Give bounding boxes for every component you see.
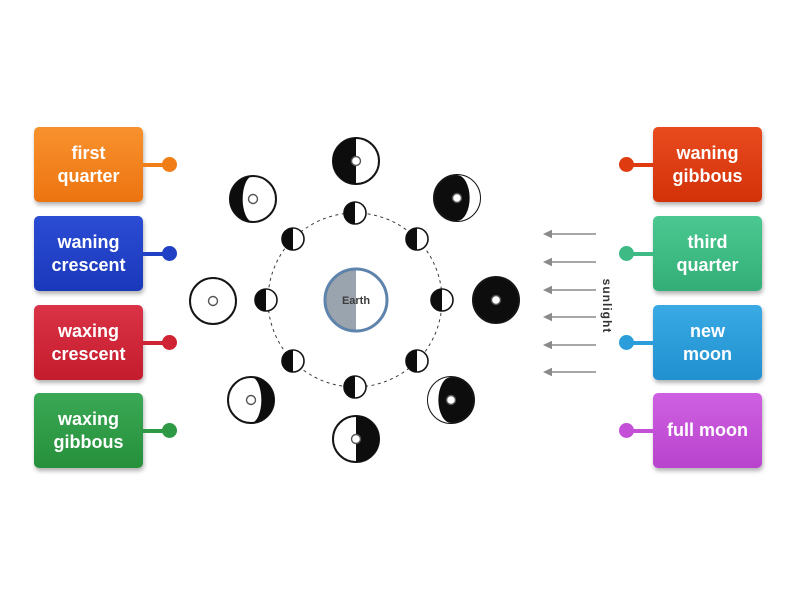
pin-stem bbox=[632, 162, 653, 167]
label-text: first quarter bbox=[57, 142, 120, 186]
orbit-phase-icon bbox=[430, 288, 454, 312]
moon-image-crescent-right-dark bbox=[227, 376, 275, 424]
sunlight-arrowhead bbox=[543, 229, 552, 239]
label-text: new moon bbox=[683, 320, 732, 364]
pin-stem bbox=[143, 162, 164, 167]
pin-dot bbox=[619, 246, 634, 261]
pin-stem bbox=[143, 428, 164, 433]
label-text: waxing crescent bbox=[51, 320, 126, 364]
moon-image-crescent-right-light bbox=[433, 174, 481, 222]
label-card-full-moon[interactable]: full moon bbox=[619, 393, 762, 468]
orbit-phase-icon bbox=[343, 201, 367, 225]
sunlight-label: sunlight bbox=[600, 279, 614, 334]
sunlight-arrowhead bbox=[543, 367, 552, 377]
orbit-phase-icon bbox=[343, 375, 367, 399]
pin-dot bbox=[162, 423, 177, 438]
moon-drop-spot[interactable] bbox=[490, 294, 502, 306]
earth: Earth bbox=[323, 267, 389, 333]
moon-image-crescent-left-light bbox=[427, 376, 475, 424]
label-card-third-quarter[interactable]: third quarter bbox=[619, 216, 762, 291]
moon-drop-spot[interactable] bbox=[445, 394, 457, 406]
sunlight-arrowhead bbox=[543, 340, 552, 350]
pin-stem bbox=[143, 340, 164, 345]
orbit-phase-icon bbox=[254, 288, 278, 312]
orbit-phase-icon bbox=[405, 349, 429, 373]
sunlight-arrowhead bbox=[543, 312, 552, 322]
label-text: waning crescent bbox=[51, 231, 126, 275]
pin-dot bbox=[162, 246, 177, 261]
orbit-phase-icon bbox=[405, 227, 429, 251]
moon-image-crescent-left-dark bbox=[229, 175, 277, 223]
sunlight-arrowhead bbox=[543, 257, 552, 267]
label-card-waning-crescent[interactable]: waning crescent bbox=[34, 216, 177, 291]
label-text: waning gibbous bbox=[672, 142, 743, 186]
pin-dot bbox=[162, 335, 177, 350]
moon-drop-spot[interactable] bbox=[245, 394, 257, 406]
moon-image-full-dark bbox=[472, 276, 520, 324]
moon-image-half-left-dark bbox=[332, 137, 380, 185]
moon-drop-spot[interactable] bbox=[451, 192, 463, 204]
orbit-phase-icon bbox=[281, 227, 305, 251]
earth-night-side bbox=[325, 269, 356, 331]
orbit-phase-icon bbox=[281, 349, 305, 373]
pin-stem bbox=[632, 251, 653, 256]
sunlight-arrowhead bbox=[543, 285, 552, 295]
label-card-first-quarter[interactable]: first quarter bbox=[34, 127, 177, 202]
pin-stem bbox=[632, 340, 653, 345]
label-card-new-moon[interactable]: new moon bbox=[619, 305, 762, 380]
moon-image-half-right-dark bbox=[332, 415, 380, 463]
pin-dot bbox=[619, 335, 634, 350]
moon-drop-spot[interactable] bbox=[350, 155, 362, 167]
pin-dot bbox=[162, 157, 177, 172]
label-card-waxing-crescent[interactable]: waxing crescent bbox=[34, 305, 177, 380]
label-text: waxing gibbous bbox=[53, 408, 124, 452]
moon-drop-spot[interactable] bbox=[207, 295, 219, 307]
pin-stem bbox=[632, 428, 653, 433]
label-text: third quarter bbox=[676, 231, 739, 275]
moon-drop-spot[interactable] bbox=[247, 193, 259, 205]
pin-stem bbox=[143, 251, 164, 256]
pin-dot bbox=[619, 157, 634, 172]
label-text: full moon bbox=[667, 420, 748, 441]
earth-label: Earth bbox=[342, 295, 370, 307]
label-card-waning-gibbous[interactable]: waning gibbous bbox=[619, 127, 762, 202]
moon-drop-spot[interactable] bbox=[350, 433, 362, 445]
pin-dot bbox=[619, 423, 634, 438]
moon-image-full-light bbox=[189, 277, 237, 325]
label-card-waxing-gibbous[interactable]: waxing gibbous bbox=[34, 393, 177, 468]
